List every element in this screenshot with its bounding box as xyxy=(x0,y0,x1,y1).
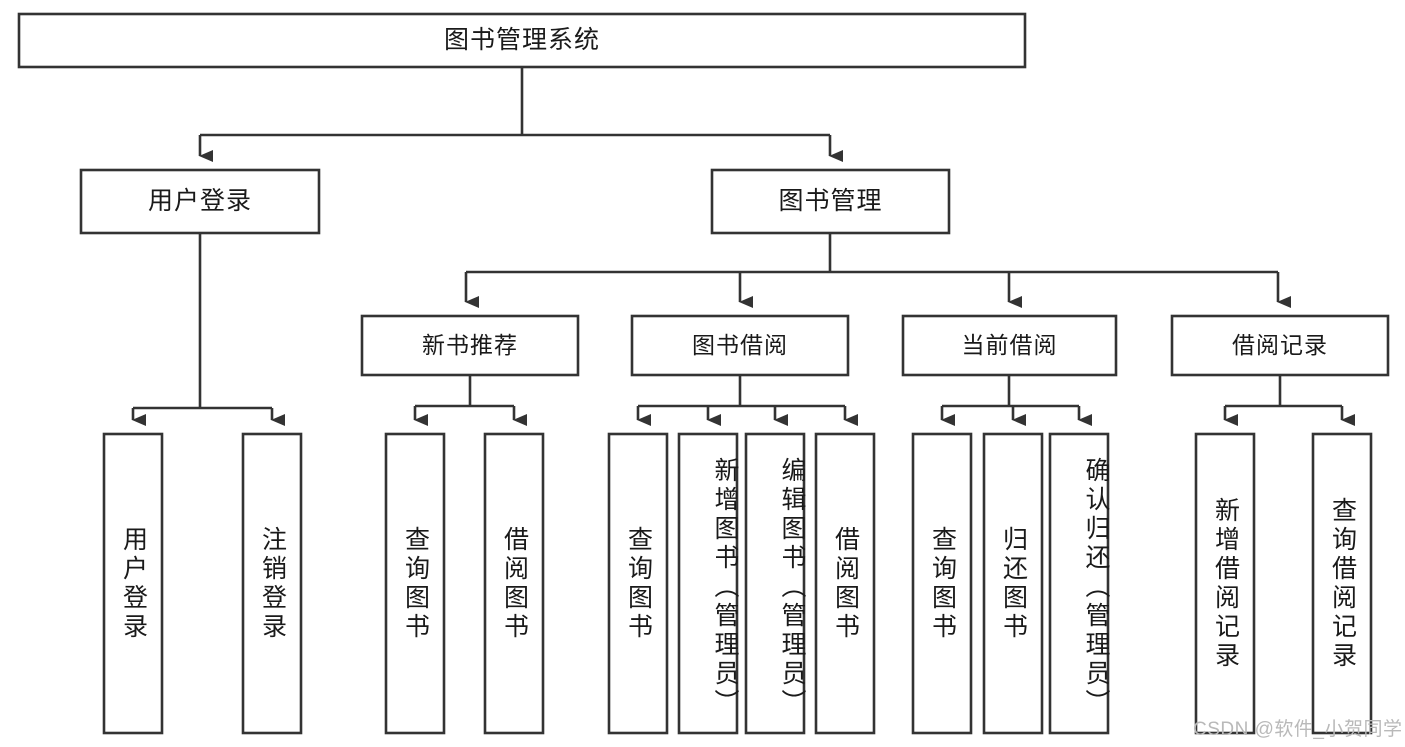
node-box-book-borrow[interactable] xyxy=(630,314,850,377)
leaf-box-new-book-1[interactable] xyxy=(483,432,545,735)
leaf-box-book-borrow-0[interactable] xyxy=(607,432,669,735)
leaf-box-borrow-record-0[interactable] xyxy=(1194,432,1256,735)
leaf-box-user-login-1[interactable] xyxy=(241,432,303,735)
node-box-book-management[interactable] xyxy=(710,168,951,235)
leaf-box-book-borrow-3[interactable] xyxy=(814,432,876,735)
leaf-box-book-borrow-2[interactable] xyxy=(744,432,806,735)
leaf-box-current-borrow-0[interactable] xyxy=(911,432,973,735)
leaf-box-new-book-0[interactable] xyxy=(384,432,446,735)
node-box-root[interactable] xyxy=(17,12,1027,69)
leaf-box-current-borrow-2[interactable] xyxy=(1048,432,1110,735)
leaf-box-book-borrow-1[interactable] xyxy=(677,432,739,735)
leaf-box-user-login-0[interactable] xyxy=(102,432,164,735)
node-box-user-login[interactable] xyxy=(79,168,321,235)
node-box-current-borrow[interactable] xyxy=(901,314,1118,377)
leaf-box-borrow-record-1[interactable] xyxy=(1311,432,1373,735)
node-box-new-book-recommend[interactable] xyxy=(360,314,580,377)
leaf-box-current-borrow-1[interactable] xyxy=(982,432,1044,735)
node-box-borrow-record[interactable] xyxy=(1170,314,1390,377)
